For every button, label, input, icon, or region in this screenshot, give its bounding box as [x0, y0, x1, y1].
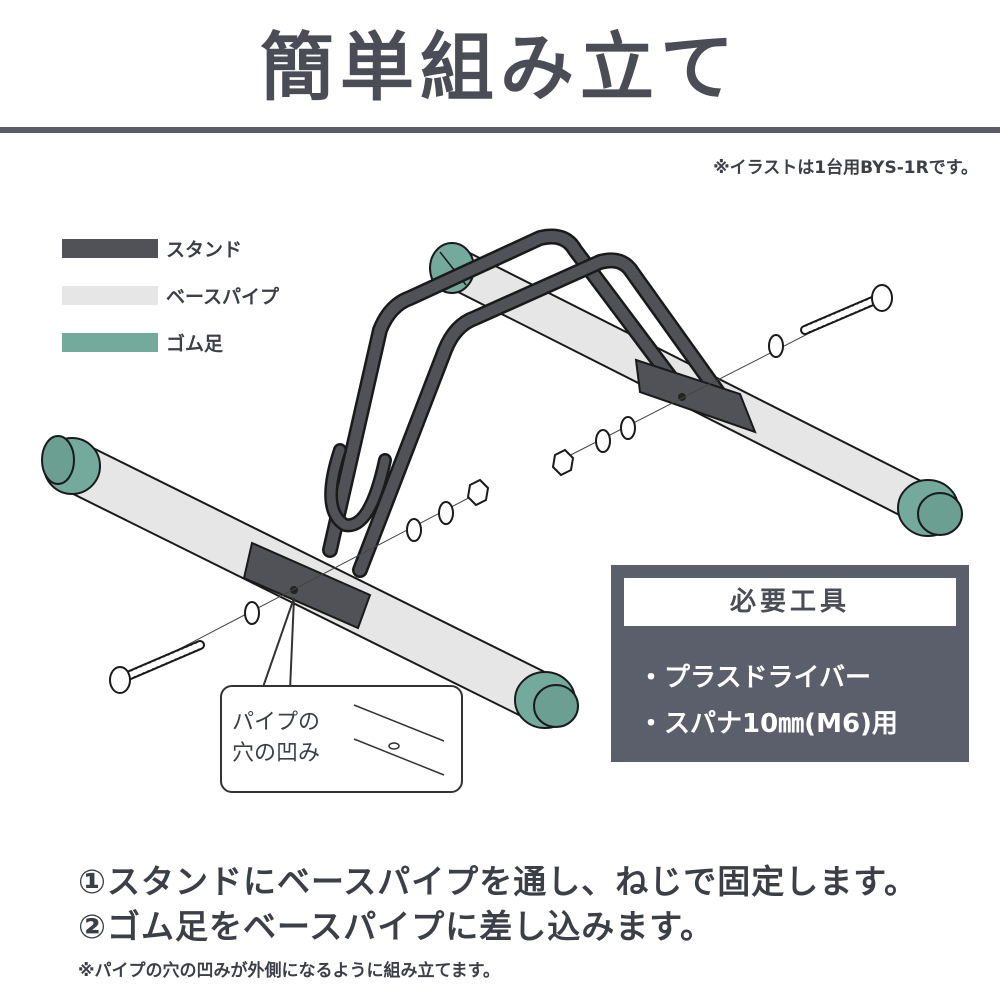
- callout-pointer: [261, 597, 295, 691]
- pipe-hole-callout: パイプの 穴の凹み: [220, 685, 463, 793]
- callout-line-2: 穴の凹み: [232, 741, 321, 766]
- required-tools-panel: 必要工具 ・プラスドライバー ・スパナ10㎜(M6)用: [611, 565, 969, 762]
- assembly-illustration: [41, 228, 963, 729]
- rubber-foot-back-right: [897, 479, 963, 537]
- title-divider: [0, 127, 1000, 133]
- bolt-front: [109, 640, 205, 694]
- step-2: ②ゴム足をベースパイプに差し込みます。: [78, 907, 714, 946]
- legend-swatch-rubber: [62, 332, 158, 352]
- washers-and-nuts: [244, 334, 784, 625]
- callout-text: パイプの 穴の凹み: [232, 707, 342, 769]
- legend-swatch-pipe: [62, 285, 158, 305]
- legend-item-stand: スタンド: [62, 236, 279, 261]
- legend-item-pipe: ベースパイプ: [62, 283, 280, 308]
- legend: スタンド ベースパイプ ゴム足: [62, 236, 279, 377]
- tools-header: 必要工具: [624, 578, 956, 626]
- stand-frame: [322, 228, 728, 578]
- step-1: ①スタンドにベースパイプを通し、ねじで固定します。: [78, 862, 918, 901]
- page-title: 簡単組み立て: [260, 25, 740, 111]
- callout-line-1: パイプの: [232, 710, 321, 735]
- pipe-detail-drawing: [353, 704, 445, 776]
- legend-item-rubber: ゴム足: [62, 330, 279, 355]
- bolt-back: [800, 284, 893, 335]
- tool-item: ・プラスドライバー: [638, 663, 871, 693]
- legend-swatch-stand: [62, 238, 158, 258]
- illustration-note: ※イラストは1台用BYS-1Rです。: [713, 158, 978, 178]
- legend-label: ゴム足: [166, 332, 224, 355]
- rubber-foot-front-left: [41, 435, 101, 495]
- stand-sleeve-front: [242, 541, 372, 630]
- legend-label: スタンド: [166, 238, 243, 261]
- legend-label: ベースパイプ: [166, 285, 280, 308]
- assembly-note: ※パイプの穴の凹みが外側になるように組み立てます。: [78, 961, 500, 981]
- tool-item: ・スパナ10㎜(M6)用: [638, 709, 898, 739]
- rubber-foot-front-right: [514, 671, 579, 729]
